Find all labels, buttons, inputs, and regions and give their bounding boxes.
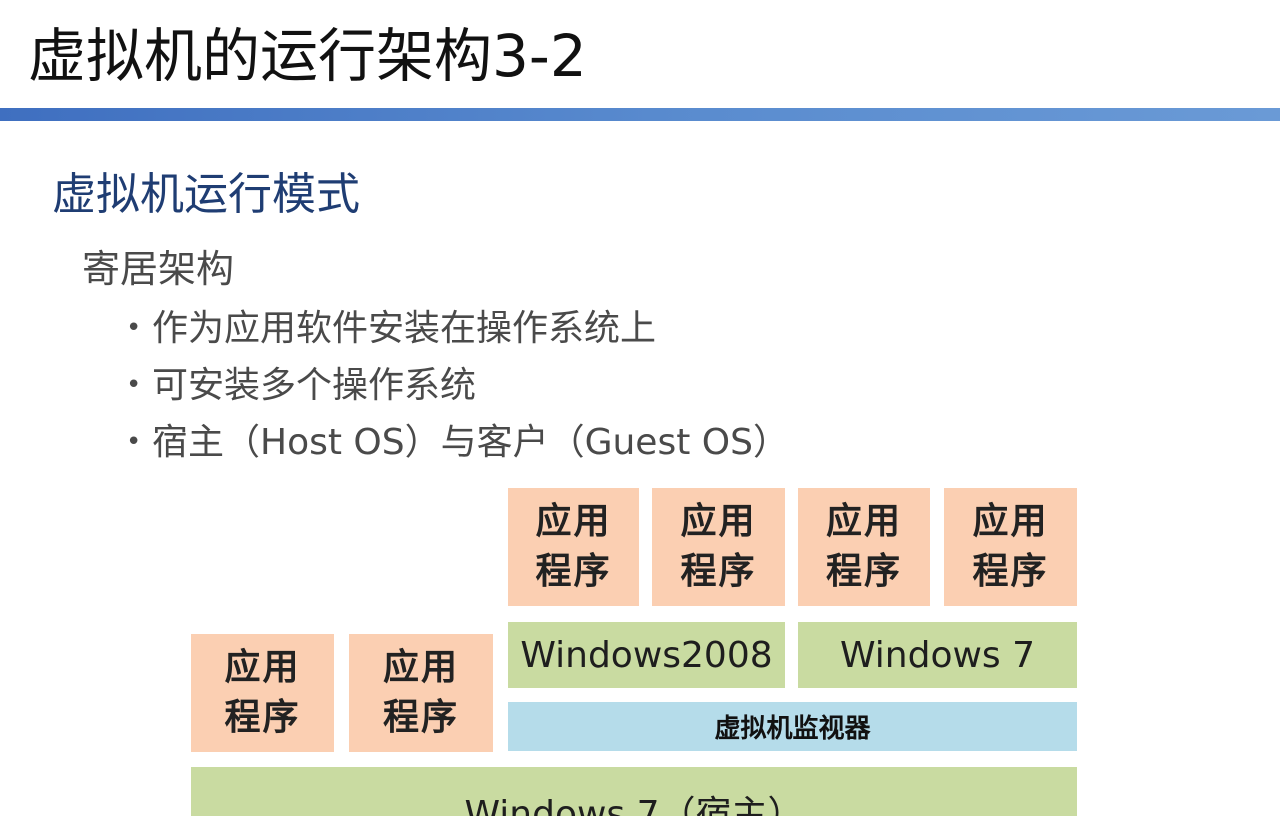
app-label-line1: 应用 — [825, 501, 902, 542]
app-label-line1: 应用 — [382, 647, 459, 688]
app-label-line2: 程序 — [972, 551, 1049, 592]
app-label-line2: 程序 — [224, 697, 301, 738]
bullet-item: • 宿主（Host OS）与客户（Guest OS） — [126, 414, 789, 471]
bullet-dot-icon: • — [126, 427, 142, 457]
section-heading: 虚拟机运行模式 — [52, 169, 360, 220]
app-label-line2: 程序 — [382, 697, 459, 738]
slide-title: 虚拟机的运行架构3-2 — [28, 22, 587, 90]
host-app-box: 应用 程序 — [191, 634, 334, 752]
guest-os-box: Windows2008 — [508, 622, 785, 688]
host-os-box: Windows 7（宿主） — [191, 767, 1077, 816]
app-label-line1: 应用 — [680, 501, 757, 542]
host-app-box: 应用 程序 — [349, 634, 493, 752]
guest-os-box: Windows 7 — [798, 622, 1077, 688]
title-divider — [0, 108, 1280, 121]
bullet-dot-icon: • — [126, 370, 142, 400]
app-label-line1: 应用 — [224, 647, 301, 688]
hypervisor-box: 虚拟机监视器 — [508, 702, 1077, 751]
bullet-text: 宿主（Host OS）与客户（Guest OS） — [152, 422, 789, 463]
bullet-text: 作为应用软件安装在操作系统上 — [152, 308, 657, 349]
guest-app-box: 应用 程序 — [944, 488, 1077, 606]
app-label-line1: 应用 — [972, 501, 1049, 542]
guest-app-box: 应用 程序 — [798, 488, 930, 606]
app-label-line2: 程序 — [535, 551, 612, 592]
guest-app-box: 应用 程序 — [508, 488, 639, 606]
bullet-list: • 作为应用软件安装在操作系统上 • 可安装多个操作系统 • 宿主（Host OS）与… — [126, 300, 789, 471]
bullet-item: • 可安装多个操作系统 — [126, 357, 789, 414]
app-label-line2: 程序 — [825, 551, 902, 592]
app-label-line1: 应用 — [535, 501, 612, 542]
bullet-text: 可安装多个操作系统 — [152, 365, 477, 406]
sub-heading: 寄居架构 — [82, 247, 235, 291]
guest-app-box: 应用 程序 — [652, 488, 785, 606]
bullet-dot-icon: • — [126, 313, 142, 343]
app-label-line2: 程序 — [680, 551, 757, 592]
bullet-item: • 作为应用软件安装在操作系统上 — [126, 300, 789, 357]
